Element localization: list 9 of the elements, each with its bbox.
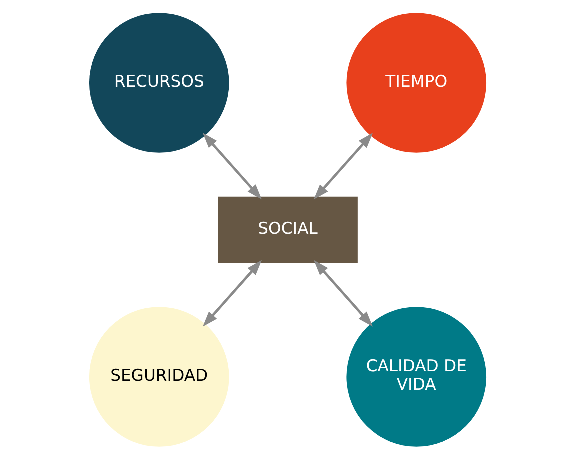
node-circle: TIEMPO <box>346 12 487 152</box>
arrow <box>202 260 262 326</box>
node-box: SOCIAL <box>218 196 358 263</box>
node-circle: CALIDAD DE VIDA <box>346 306 487 446</box>
node-circle: SEGURIDAD <box>89 306 230 446</box>
arrow <box>314 260 374 326</box>
arrow <box>314 132 374 200</box>
arrow <box>202 132 262 200</box>
node-circle: RECURSOS <box>89 12 230 152</box>
